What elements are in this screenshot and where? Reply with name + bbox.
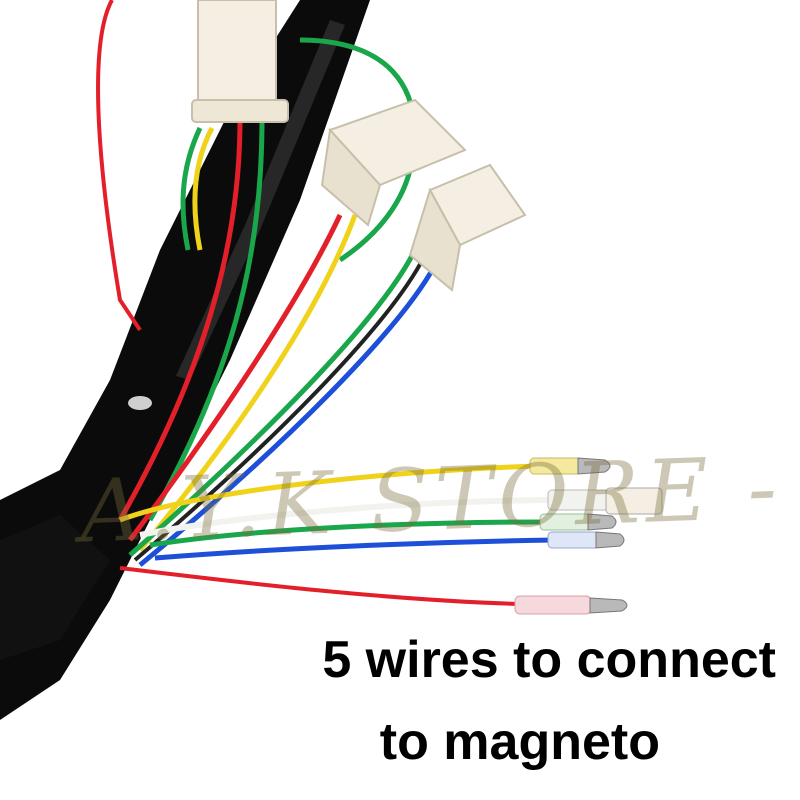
yellow-wire-a [192,126,215,251]
caption-line-1: 5 wires to connect [322,631,776,689]
caption-line-2: to magneto [379,713,660,771]
middle-connector [320,98,467,227]
yellow-magneto-wire [119,463,541,523]
sheath-glare [128,396,152,410]
top-connector [191,0,289,123]
blue-wire-a [138,263,438,567]
red-wire-b [127,213,343,542]
green-wire-b [180,126,203,251]
red-wire-a [117,119,243,522]
green-wire-c [128,248,418,557]
harness-tape-end [0,515,110,660]
right-connector [408,163,527,292]
terminal-yellow [529,457,611,475]
black-wire [133,254,427,562]
red-wire-loop [96,0,142,332]
green-magneto-wire [149,519,546,548]
terminal-green [539,513,617,531]
red-magneto-wire [119,566,521,606]
terminal-white [547,487,663,515]
blue-magneto-wire [154,537,556,561]
terminal-blue [547,531,625,549]
terminal-red [514,595,628,615]
green-wire-a [147,119,265,522]
white-magneto-wire [139,497,561,538]
